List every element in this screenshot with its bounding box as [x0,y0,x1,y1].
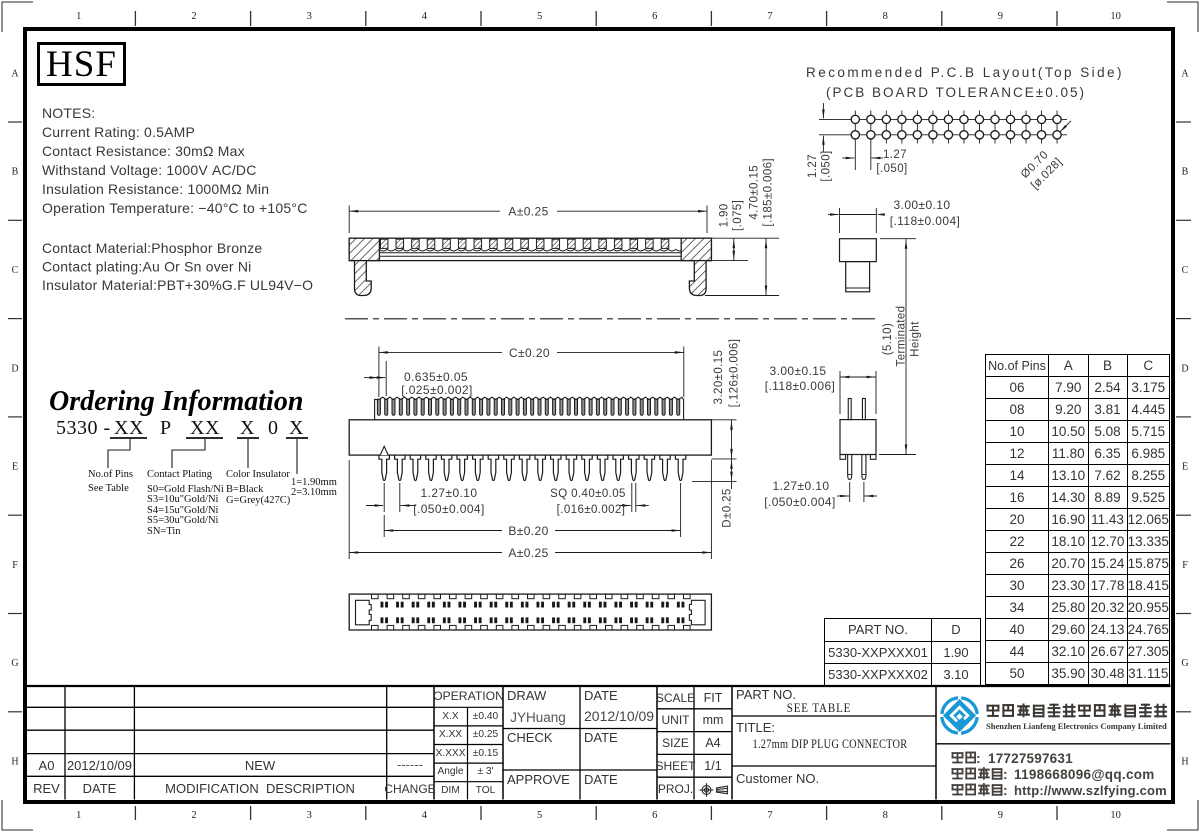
svg-text:Contact Material:Phosphor Bron: Contact Material:Phosphor Bronze [42,240,262,256]
svg-text:3.00±0.15: 3.00±0.15 [770,364,827,378]
svg-text:Insulation Resistance: 1000MΩ: Insulation Resistance: 1000MΩ Min [42,181,269,197]
svg-text:F: F [12,560,18,571]
svg-text:C: C [12,265,19,276]
svg-text:B: B [1182,167,1189,178]
svg-text:G: G [11,658,18,669]
svg-text:[.185±0.006]: [.185±0.006] [763,158,775,227]
svg-text:B±0.20: B±0.20 [508,524,548,538]
svg-text:3.00±0.10: 3.00±0.10 [894,198,951,212]
svg-text:Height: Height [910,321,922,357]
svg-text:9: 9 [998,810,1003,821]
svg-text:4: 4 [422,810,428,821]
svg-text:D: D [1181,363,1188,374]
svg-text:1.27: 1.27 [807,154,819,178]
svg-text:8: 8 [883,810,888,821]
svg-text:1: 1 [76,11,81,22]
svg-text:Insulator Material:PBT+30%G.F: Insulator Material:PBT+30%G.F UL94V−O [42,277,313,293]
svg-text:C: C [1182,265,1189,276]
svg-text:NOTES:: NOTES: [42,105,95,121]
svg-text:7: 7 [767,11,772,22]
svg-text:[.025±0.002]: [.025±0.002] [401,383,472,397]
svg-text:G: G [1181,658,1188,669]
svg-text:SQ 0.40±0.05: SQ 0.40±0.05 [550,488,626,500]
svg-text:D±0.25: D±0.25 [722,488,734,527]
svg-text:A: A [1181,68,1189,79]
svg-text:3: 3 [307,11,312,22]
svg-text:Operation Temperature: −40°C t: Operation Temperature: −40°C to +105°C [42,200,308,216]
svg-text:Withstand Voltage: 1000V AC/DC: Withstand Voltage: 1000V AC/DC [42,162,257,178]
svg-text:8: 8 [883,11,888,22]
svg-text:Terminated: Terminated [896,306,908,367]
svg-text:Recommended P.C.B Layout(Top S: Recommended P.C.B Layout(Top Side) [806,65,1124,80]
svg-text:[.050]: [.050] [821,150,833,181]
svg-text:6: 6 [652,11,657,22]
svg-text:[.126±0.006]: [.126±0.006] [729,339,741,408]
svg-text:A±0.25: A±0.25 [508,205,548,219]
svg-text:1.90: 1.90 [719,203,731,227]
svg-text:F: F [1182,560,1188,571]
svg-text:A±0.25: A±0.25 [508,546,548,560]
svg-text:10: 10 [1110,11,1121,22]
svg-text:3: 3 [307,810,312,821]
svg-text:Contact plating:Au Or Sn over: Contact plating:Au Or Sn over Ni [42,259,252,275]
svg-text:1: 1 [76,810,81,821]
svg-text:2: 2 [191,11,196,22]
svg-text:1.27±0.10: 1.27±0.10 [773,479,830,493]
svg-text:Current Rating: 0.5AMP: Current Rating: 0.5AMP [42,124,195,140]
svg-text:3.20±0.15: 3.20±0.15 [713,350,725,405]
svg-text:[.118±0.006]: [.118±0.006] [765,379,836,393]
svg-text:4: 4 [422,11,428,22]
svg-text:7: 7 [767,810,772,821]
svg-text:Contact Resistance: 30mΩ Max: Contact Resistance: 30mΩ Max [42,143,245,159]
svg-text:E: E [12,462,18,473]
svg-text:E: E [1182,462,1188,473]
svg-text:[.050±0.004]: [.050±0.004] [413,502,484,516]
svg-text:[.050]: [.050] [876,163,907,175]
svg-text:B: B [12,167,19,178]
svg-text:5: 5 [537,810,542,821]
svg-text:C±0.20: C±0.20 [509,346,550,360]
svg-text:D: D [11,363,18,374]
svg-text:[.118±0.004]: [.118±0.004] [890,214,961,228]
svg-text:9: 9 [998,11,1003,22]
svg-text:0.635±0.05: 0.635±0.05 [404,370,468,384]
svg-text:2: 2 [191,810,196,821]
svg-text:[.075]: [.075] [732,200,744,231]
svg-text:H: H [1181,756,1188,767]
svg-text:5: 5 [537,11,542,22]
svg-text:4.70±0.15: 4.70±0.15 [748,165,760,220]
svg-text:1.27: 1.27 [883,149,907,161]
svg-text:(PCB BOARD TOLERANCE±0.05): (PCB BOARD TOLERANCE±0.05) [826,85,1086,100]
svg-text:H: H [11,756,18,767]
svg-text:[.016±0.002]: [.016±0.002] [557,504,626,516]
svg-text:[.050±0.004]: [.050±0.004] [764,495,835,509]
svg-text:1.27±0.10: 1.27±0.10 [421,486,478,500]
svg-text:(5.10): (5.10) [882,323,894,355]
svg-text:10: 10 [1110,810,1121,821]
svg-text:A: A [11,68,19,79]
svg-text:6: 6 [652,810,657,821]
